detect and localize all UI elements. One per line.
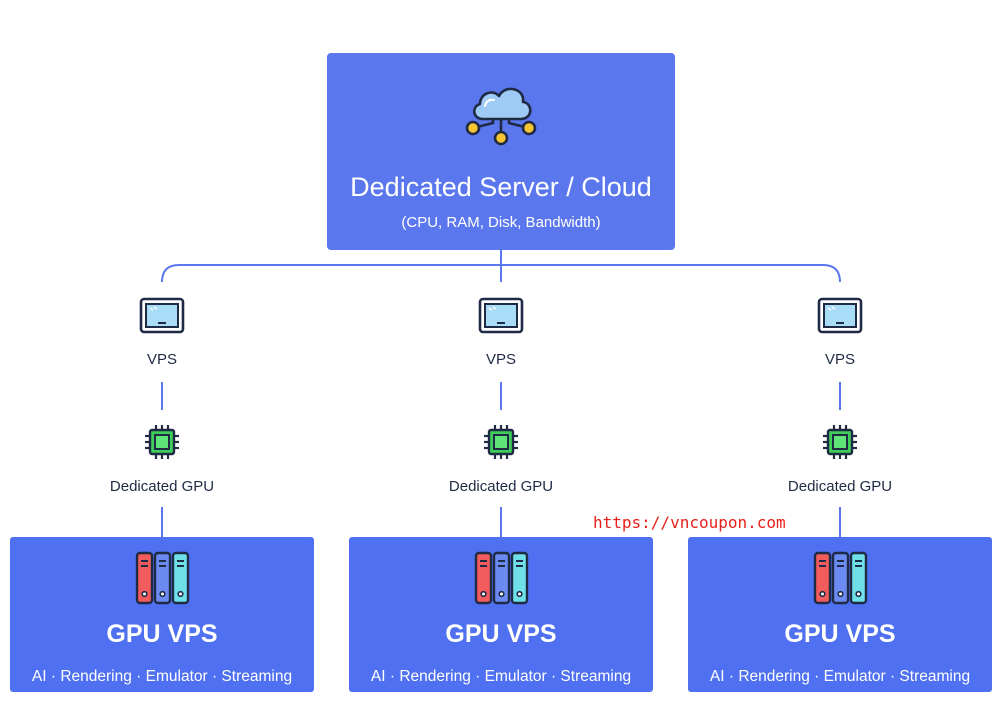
dedicated-gpu-label: Dedicated GPU [448, 478, 554, 495]
top-box-subtitle: (CPU, RAM, Disk, Bandwidth) [401, 214, 601, 231]
server-rack-icon [813, 551, 868, 605]
server-rack-icon [135, 551, 190, 605]
gpu-vps-title: GPU VPS [106, 620, 218, 648]
server-rack-icon [474, 551, 529, 605]
vps-label: VPS [485, 351, 516, 368]
cloud-network-icon [465, 87, 537, 146]
gpu-vps-title: GPU VPS [445, 620, 557, 648]
gpu-vps-tags: AI · Rendering · Emulator · Streaming [31, 668, 293, 685]
gpu-chip-icon [823, 425, 857, 459]
gpu-vps-box-2: GPU VPS AI · Rendering · Emulator · Stre… [349, 537, 653, 692]
gpu-vps-tags: AI · Rendering · Emulator · Streaming [709, 668, 971, 685]
monitor-icon [139, 297, 185, 334]
gpu-vps-box-1: GPU VPS AI · Rendering · Emulator · Stre… [10, 537, 314, 692]
monitor-icon [478, 297, 524, 334]
gpu-vps-title: GPU VPS [784, 620, 896, 648]
vps-label: VPS [824, 351, 855, 368]
gpu-vps-tags: AI · Rendering · Emulator · Streaming [370, 668, 632, 685]
dedicated-gpu-label: Dedicated GPU [787, 478, 893, 495]
vps-label: VPS [146, 351, 177, 368]
dedicated-server-box: Dedicated Server / Cloud (CPU, RAM, Disk… [327, 53, 675, 250]
gpu-chip-icon [145, 425, 179, 459]
dedicated-gpu-label: Dedicated GPU [109, 478, 215, 495]
top-box-title: Dedicated Server / Cloud [350, 172, 652, 202]
gpu-vps-box-3: GPU VPS AI · Rendering · Emulator · Stre… [688, 537, 992, 692]
gpu-chip-icon [484, 425, 518, 459]
monitor-icon [817, 297, 863, 334]
watermark-url: https://vncoupon.com [593, 513, 786, 533]
